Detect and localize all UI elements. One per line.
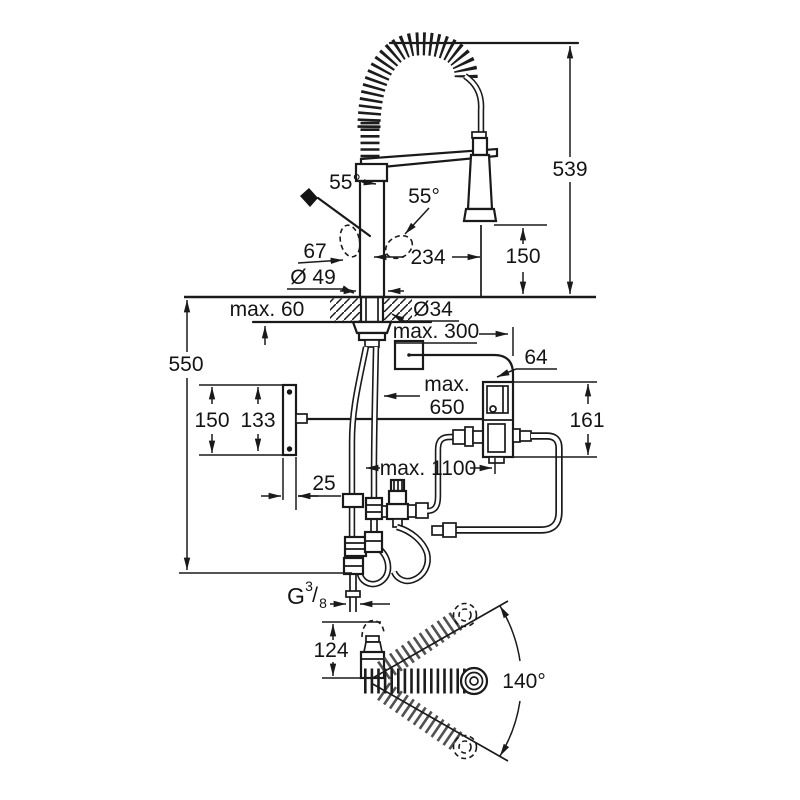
dim-g38-label-main: G: [287, 583, 305, 609]
spring-hose-coil-arch: [357, 32, 478, 129]
dim-max650-label-line1: max.: [424, 373, 470, 396]
spring-position-upper: [377, 610, 465, 680]
power-cable: [407, 353, 515, 385]
dim-55-left-leader: [361, 179, 377, 186]
spray-head-body: [466, 153, 494, 211]
box-right-fitting-1: [512, 428, 521, 443]
swivel-arc-lower: [499, 700, 521, 757]
dim-64-label: 64: [524, 346, 548, 369]
bracket-screw-bottom: [286, 446, 293, 452]
wall-bracket: [281, 383, 298, 457]
spring-position-lower: [377, 682, 465, 752]
dim-55-left-label: 55°: [329, 171, 361, 194]
swivel-arc-upper: [499, 605, 521, 662]
spray-head-neck: [471, 136, 489, 157]
center-pipe-nut-2: [363, 530, 384, 554]
left-pipe-nut: [341, 492, 365, 509]
handle-lever: [316, 196, 372, 238]
dim-55-right-leader: [404, 207, 430, 235]
dim-124-label: 124: [313, 639, 348, 662]
dim-67-leader: [297, 257, 344, 265]
dim-161-label: 161: [569, 409, 604, 432]
dim-o34-label: Ø34: [413, 298, 453, 321]
bracket-screw-top: [286, 389, 293, 395]
box-right-fitting-2: [519, 430, 532, 442]
dim-140-label: 140°: [502, 670, 545, 693]
counter-hatch-right: [384, 298, 412, 321]
swivel-angle-legs: [370, 600, 509, 762]
faucet-shank: [365, 297, 379, 322]
spring-lower-end-cap-inner: [458, 740, 472, 754]
dim-g38-label-slash: /: [312, 584, 318, 607]
dim-550-label: 550: [168, 353, 203, 376]
spray-head-flare: [462, 207, 498, 223]
control-box-bottom-tab: [488, 456, 505, 464]
dim-539-label: 539: [552, 158, 587, 181]
shank-end: [364, 339, 380, 348]
outlet-hose-fitting-1: [442, 522, 457, 538]
left-elbow-bands: [345, 542, 366, 550]
dim-64-leader: [496, 368, 517, 378]
left-outlet-hose-inner: [358, 544, 390, 586]
tee-right-fitting-2: [415, 502, 429, 519]
spray-knob-dashed-outline: [361, 619, 385, 638]
dim-133-label: 133: [240, 409, 275, 432]
center-nut1-bands: [366, 504, 382, 513]
check-valve-cap-ridges: [393, 480, 403, 491]
spray-swivel-top-view: [359, 600, 521, 762]
dim-55-right-label: 55°: [408, 185, 440, 208]
handle-paddle: [300, 188, 318, 207]
faucet-body: [358, 179, 386, 299]
valve-tee-body: [385, 502, 410, 521]
box-left-fitting-2: [464, 426, 474, 447]
mounting-nut: [351, 320, 393, 335]
bracket-cable-tab: [295, 413, 308, 424]
g-thread-joint: [345, 590, 361, 598]
center-pipe-lower: [370, 519, 378, 532]
outlet-hose-fitting-2: [431, 525, 444, 536]
counter-hatch-left: [330, 298, 360, 321]
installation-assembly: [281, 339, 563, 612]
dim-max60-label: max. 60: [230, 298, 305, 321]
tee-right-fitting-1: [407, 504, 417, 518]
spray-hose-inner: [464, 74, 483, 136]
check-valve-body: [387, 489, 408, 506]
dim-o34-leader: [391, 313, 405, 324]
dim-150l-label: 150: [194, 409, 229, 432]
dim-max300-label: max. 300: [393, 320, 479, 343]
dim-25-label: 25: [312, 472, 335, 495]
spring-center-end-cap-mid: [464, 671, 484, 691]
handle-swing-position-left: [339, 224, 361, 258]
dim-g38-label-sub: 8: [319, 595, 327, 611]
dim-max650-label-line2: 650: [429, 396, 464, 419]
dimension-annotations: 539 55° 55° 67 Ø 49 234 150 max. 60 Ø34: [168, 46, 605, 693]
dim-234-label: 234: [410, 246, 445, 269]
dim-max1100-label: max. 1100: [380, 457, 477, 480]
supply-hose-left-inner: [350, 346, 368, 538]
center-pipe-nut-1: [364, 496, 384, 521]
left-elbow-body: [343, 535, 368, 558]
countertop: [184, 295, 596, 348]
dim-o49-label: Ø 49: [290, 266, 336, 289]
spring-upper-end-cap-inner: [458, 608, 472, 622]
box-left-fitting-1: [452, 429, 466, 445]
spring-lower-end-cap: [452, 734, 478, 760]
spray-collar-top-view: [365, 635, 380, 643]
mounting-hole-edges: [359, 295, 385, 324]
spring-center-end-cap-inner: [469, 676, 479, 686]
tee-down-hose-inner: [392, 525, 430, 583]
dim-g38-label-sup: 3: [305, 578, 313, 594]
dim-67-label: 67: [303, 240, 326, 263]
box-outlet-hose-inner: [455, 434, 561, 532]
control-box-screw: [489, 405, 497, 413]
dim-150r-label: 150: [505, 245, 540, 268]
box-left-fitting-3: [472, 430, 484, 444]
control-box-inner-bottom: [487, 423, 506, 453]
spring-upper-end-cap: [452, 602, 478, 628]
spray-neck-top-view: [362, 641, 384, 653]
mounting-washer: [357, 331, 387, 342]
faucet-side-view: [300, 32, 580, 299]
valve-to-box-hose-inner: [426, 435, 454, 513]
